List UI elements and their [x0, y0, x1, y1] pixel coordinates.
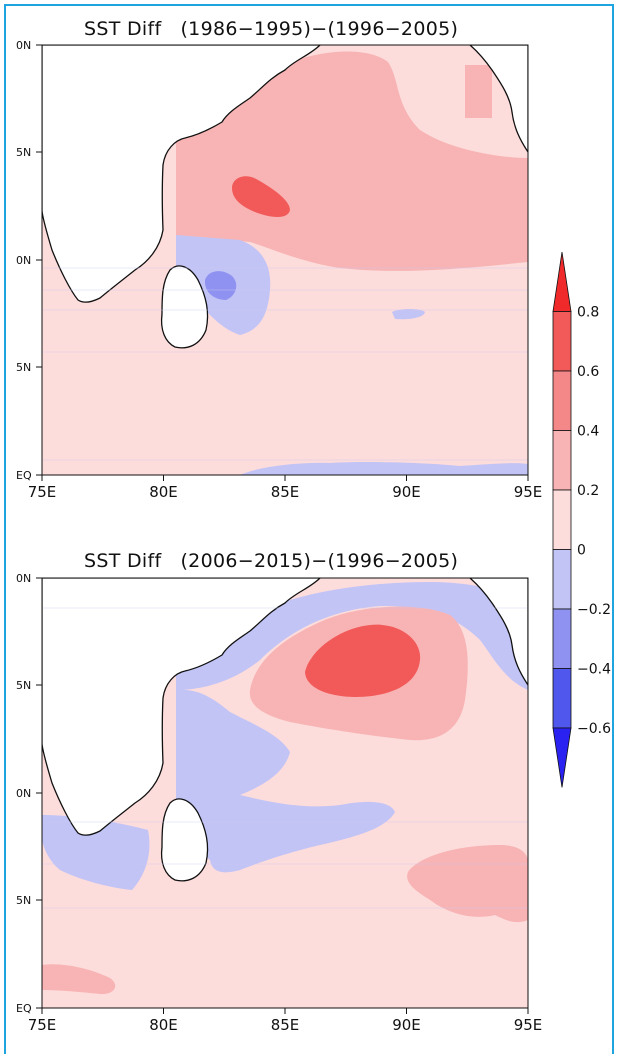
- panel-1-negative-core: [204, 271, 237, 300]
- panel-1-ytick-label: 5N: [16, 146, 31, 159]
- panel-1-strong-positive-blob: [232, 176, 290, 217]
- panel-1-ytick-label: 0N: [16, 254, 31, 267]
- panel-2-y-labels: 0N 5N 0N 5N EQ: [16, 572, 32, 1015]
- colorbar-label: 0.4: [577, 424, 599, 440]
- colorbar-label: 0.6: [577, 364, 599, 380]
- panel-1-title: SST Diff (1986−1995)−(1996−2005): [84, 18, 459, 40]
- panel-1-xtick-label: 90E: [392, 483, 421, 501]
- panel-2-xtick-label: 85E: [271, 1016, 300, 1034]
- panel-1-negative-band: [240, 462, 528, 475]
- colorbar-segment: [552, 668, 572, 729]
- panel-1-xtick-label: 95E: [514, 483, 543, 501]
- panel-2-ytick-label: 0N: [16, 572, 31, 585]
- colorbar-label: −0.2: [577, 602, 611, 618]
- panel-2-positive-sw: [42, 964, 116, 995]
- colorbar-label: −0.6: [577, 721, 611, 737]
- colorbar-segment: [552, 430, 572, 491]
- colorbar-segment: [552, 311, 572, 372]
- colorbar-label: 0: [577, 543, 586, 559]
- panel-1-negative-patch: [392, 309, 425, 320]
- colorbar-segment: [552, 370, 572, 431]
- panel-2-ytick-label: 5N: [16, 679, 31, 692]
- panel-1-land-india: [42, 45, 321, 303]
- panel-2-land-india: [42, 578, 321, 836]
- panel-1-positive-region: [176, 51, 528, 271]
- colorbar: 0.8 0.6 0.4 0.2 0 −0.2 −0.4 −0.6: [552, 251, 611, 788]
- panel-2-ticks: [36, 577, 529, 1014]
- panel-2-negative-tongue: [176, 689, 395, 873]
- panel-2-land-sri-lanka: [160, 798, 209, 882]
- panel-1-x-labels: 75E 80E 85E 90E 95E: [28, 483, 543, 501]
- panel-1-ytick-label: 5N: [16, 361, 31, 374]
- panel-2-strong-positive-blob: [305, 624, 421, 697]
- panel-1-ytick-label: EQ: [16, 469, 32, 482]
- panel-2-ytick-label: 0N: [16, 787, 31, 800]
- panel-2-map: [42, 578, 528, 1008]
- colorbar-segment: [552, 727, 572, 788]
- panel-1-positive-blob-ne: [465, 65, 492, 118]
- panel-1-xtick-label: 85E: [271, 483, 300, 501]
- panel-1-y-labels: 0N 5N 0N 5N EQ: [16, 39, 32, 482]
- panel-1-grid-lines: [42, 267, 528, 461]
- panel-2-negative-west: [42, 815, 150, 890]
- panel-2-land-myanmar: [469, 578, 528, 687]
- panel-2-title: SST Diff (2006−2015)−(1996−2005): [84, 550, 459, 572]
- panel-2-x-labels: 75E 80E 85E 90E 95E: [28, 1016, 543, 1034]
- panel-2-xtick-label: 95E: [514, 1016, 543, 1034]
- colorbar-label: 0.8: [577, 305, 599, 321]
- panel-2-ytick-label: 5N: [16, 894, 31, 907]
- panel-1-ytick-label: 0N: [16, 39, 31, 52]
- panel-1-ticks: [36, 44, 529, 481]
- colorbar-segment: [552, 251, 572, 312]
- panel-2-xtick-label: 80E: [149, 1016, 178, 1034]
- colorbar-label: 0.2: [577, 483, 599, 499]
- colorbar-segment: [552, 489, 572, 550]
- colorbar-label: −0.4: [577, 662, 611, 678]
- colorbar-segment: [552, 549, 572, 610]
- panel-1-map: [42, 45, 528, 475]
- panel-2-xtick-label: 75E: [28, 1016, 57, 1034]
- panel-2-ytick-label: EQ: [16, 1002, 32, 1015]
- panel-2-xtick-label: 90E: [392, 1016, 421, 1034]
- figure-frame: [4, 4, 614, 1054]
- panel-2-grid-lines: [42, 607, 528, 909]
- colorbar-segment: [552, 608, 572, 669]
- panel-2-negative-north: [176, 582, 528, 690]
- panel-1-xtick-label: 75E: [28, 483, 57, 501]
- panel-1-land-myanmar: [469, 45, 528, 154]
- panel-1-xtick-label: 80E: [149, 483, 178, 501]
